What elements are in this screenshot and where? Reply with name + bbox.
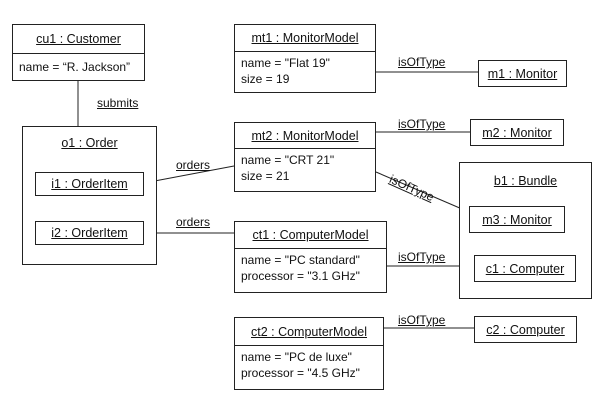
- attr-name: name = "CRT 21": [241, 153, 335, 167]
- object-i1-orderitem: i1 : OrderItem: [35, 172, 144, 196]
- link-label-orders-1: orders: [176, 158, 211, 172]
- object-c1-computer: c1 : Computer: [474, 255, 576, 282]
- attr-name: name = “R. Jackson”: [19, 60, 131, 74]
- object-title: b1 : Bundle: [493, 174, 558, 188]
- link-orders-i1-mt2: [143, 165, 235, 184]
- attr-name: name = "PC standard": [241, 253, 360, 267]
- link-label-isoftype-1: isOfType: [398, 55, 446, 69]
- link-isoftype-mt2-m3: [375, 171, 470, 213]
- object-ct2-computermodel: ct2 : ComputerModel name = "PC de luxe" …: [234, 317, 384, 390]
- object-title: ct2 : ComputerModel: [250, 324, 368, 339]
- attr-name: name = "PC de luxe": [241, 350, 352, 364]
- object-title: mt1 : MonitorModel: [251, 31, 359, 45]
- object-title: ct1 : ComputerModel: [252, 228, 369, 242]
- link-label-submits: submits: [97, 96, 139, 110]
- object-m3-monitor: m3 : Monitor: [469, 206, 565, 233]
- link-label-isoftype-5: isOfType: [398, 313, 446, 327]
- link-label-orders-2: orders: [176, 215, 211, 229]
- object-ct1-computermodel: ct1 : ComputerModel name = "PC standard"…: [234, 221, 387, 293]
- object-i2-orderitem: i2 : OrderItem: [35, 221, 144, 245]
- object-m1-monitor: m1 : Monitor: [478, 60, 567, 87]
- attr-processor: processor = "4.5 GHz": [241, 366, 360, 380]
- object-c2-computer: c2 : Computer: [474, 316, 577, 343]
- object-cu1-customer: cu1 : Customer name = “R. Jackson”: [12, 24, 145, 81]
- object-mt1-monitormodel: mt1 : MonitorModel name = "Flat 19" size…: [234, 24, 376, 93]
- object-title: mt2 : MonitorModel: [251, 128, 359, 143]
- object-title: cu1 : Customer: [36, 32, 121, 46]
- link-label-isoftype-2: isOfType: [398, 117, 446, 131]
- object-title: o1 : Order: [61, 136, 118, 150]
- object-mt2-monitormodel: mt2 : MonitorModel name = "CRT 21" size …: [234, 122, 376, 192]
- link-label-isoftype-4: isOfType: [398, 250, 446, 264]
- attr-size: size = 19: [241, 72, 290, 86]
- object-m2-monitor: m2 : Monitor: [470, 119, 564, 146]
- attr-size: size = 21: [241, 169, 290, 183]
- attr-processor: processor = "3.1 GHz": [241, 269, 360, 283]
- attr-name: name = "Flat 19": [241, 56, 330, 70]
